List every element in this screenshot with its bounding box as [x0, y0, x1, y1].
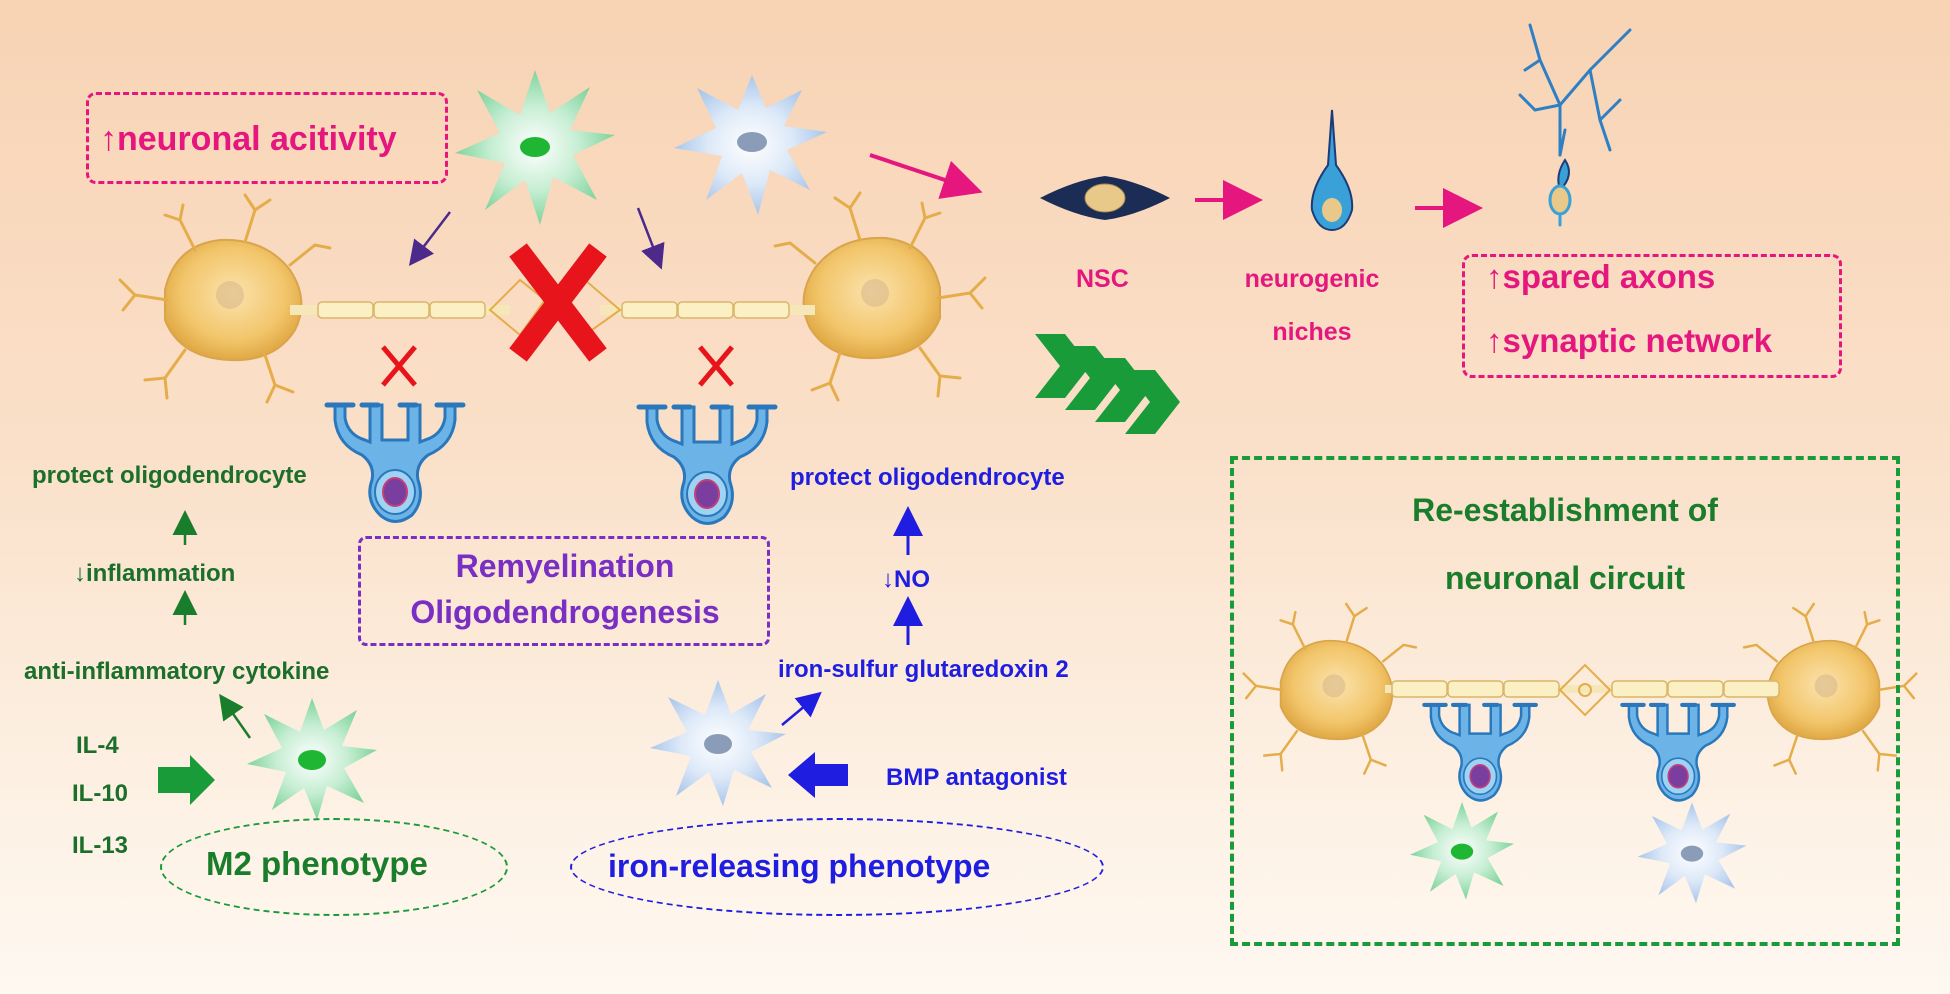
neuron-right: [773, 191, 987, 402]
il-input-arrow-icon: [158, 755, 215, 805]
bmp-input-arrow-icon: [788, 752, 848, 798]
microglia-green-restored: [1410, 802, 1514, 900]
glutaredoxin-label: iron-sulfur glutaredoxin 2: [778, 656, 1069, 683]
microglia-green-top: [455, 70, 615, 225]
spared-axons-label: ↑spared axons: [1486, 258, 1716, 295]
arrow-to-nsc: [869, 153, 983, 199]
neuron-left: [118, 193, 332, 404]
iron-phenotype-label: iron-releasing phenotype: [608, 848, 991, 884]
oligodendrogenesis-label: Oligodendrogenesis: [410, 594, 720, 630]
iron-phenotype-oval: [570, 818, 1104, 916]
arrow-blue-microglia-to-axon: [636, 207, 665, 270]
neurogenic-label-line2: niches: [1272, 318, 1352, 346]
chevron-arrows-icon: [1035, 334, 1180, 434]
il4-label: IL-4: [76, 732, 119, 759]
small-x-right-icon: [698, 345, 734, 387]
bmp-antagonist-label: BMP antagonist: [886, 764, 1067, 791]
reestablishment-label-line1: Re-establishment of: [1412, 492, 1718, 528]
neurogenic-label-line1: neurogenic: [1244, 265, 1380, 293]
microglia-blue-top: [674, 75, 827, 215]
il13-label: IL-13: [72, 832, 129, 859]
microglia-blue-restored: [1637, 802, 1747, 904]
arrow-green-microglia-to-axon: [408, 211, 451, 266]
oligodendrocyte-right: [639, 407, 775, 524]
restored-axon: [1385, 663, 1780, 717]
m2-phenotype-label: M2 phenotype: [206, 845, 428, 882]
nsc-label: NSC: [1076, 265, 1129, 293]
inflammation-label: ↓inflammation: [74, 560, 236, 587]
microglia-blue-iron: [650, 680, 786, 806]
neuronal-activity-box: [86, 92, 448, 184]
remyelination-label: Remyelination: [455, 548, 675, 584]
cytokine-label: anti-inflammatory cytokine: [24, 658, 330, 685]
neuronal-activity-label: ↑neuronal acitivity: [100, 120, 397, 158]
lesion-x-icon: [509, 243, 607, 362]
arrow-iron-to-glutaredoxin: [781, 691, 822, 726]
mature-neuron-icon: [1518, 23, 1632, 227]
oligodendrocyte-left: [327, 405, 463, 522]
protect-oligodendrocyte-left-label: protect oligodendrocyte: [32, 462, 307, 489]
il10-label: IL-10: [72, 780, 129, 807]
protect-oligodendrocyte-right-label: protect oligodendrocyte: [790, 464, 1065, 491]
reestablishment-label-line2: neuronal circuit: [1444, 560, 1686, 596]
synaptic-network-label: ↑synaptic network: [1486, 322, 1773, 359]
nsc-cell-icon: [1040, 176, 1170, 220]
remyelination-box: [358, 536, 770, 646]
no-label: ↓NO: [882, 566, 930, 593]
m2-phenotype-oval: [160, 818, 508, 916]
microglia-green-m2: [247, 698, 377, 820]
small-x-left-icon: [381, 345, 417, 387]
arrow-m2-to-cytokine: [219, 693, 252, 739]
reestablishment-box: [1230, 456, 1900, 946]
spared-axons-box: [1462, 254, 1842, 378]
neurogenic-cell-icon: [1310, 109, 1354, 232]
